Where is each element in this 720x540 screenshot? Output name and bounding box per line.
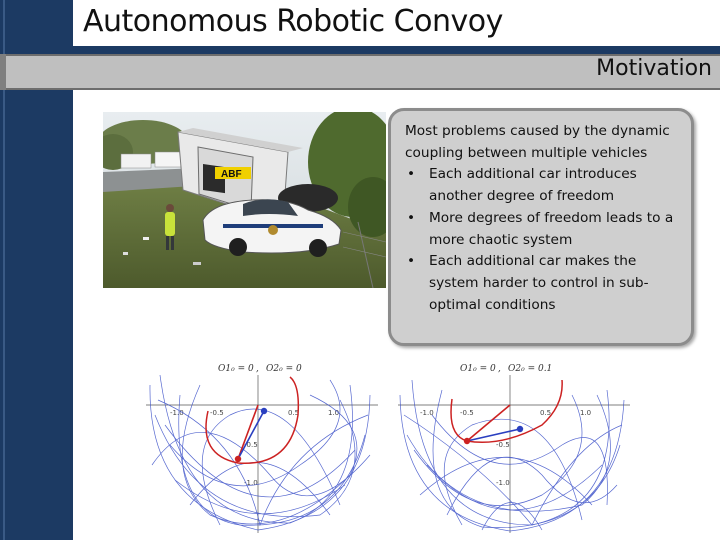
plot-1-x-tick: 1.0 (328, 409, 339, 417)
plot-1-joint-red (234, 455, 242, 463)
left-accent-line (3, 0, 5, 540)
plot-2-joint-red (463, 437, 471, 445)
plot-2-joint-blue (516, 425, 524, 433)
plot-1-trajectory (149, 374, 371, 531)
plot-2-y-tick: -0.5 (496, 441, 510, 449)
plot-1-joint-blue (260, 407, 268, 415)
subtitle-band (0, 54, 720, 90)
pendulum-plot-1: O1₀ = 0 , O2₀ = 0 -1.0 -0.5 0.5 1.0 -0.5… (140, 355, 380, 539)
plot-1-separator: , (256, 364, 259, 374)
bullet-glyph: • (407, 166, 416, 183)
plot-1-arm-arc (205, 376, 300, 464)
callout-intro: Most problems caused by the dynamic coup… (405, 123, 670, 161)
bullet-text: Each additional car introduces another d… (429, 166, 637, 205)
plot-1-y-tick: -1.0 (244, 479, 258, 487)
bullet-item: • More degrees of freedom leads to a more… (405, 208, 687, 251)
plot-2-trajectory (399, 379, 625, 532)
plot-1-arm-2 (237, 410, 265, 460)
title-rule (73, 46, 720, 54)
bullet-glyph: • (407, 209, 416, 226)
truck-logo: ABF (221, 169, 242, 180)
callout-bullet-list: • Each additional car introduces another … (405, 164, 687, 316)
motivation-callout (388, 108, 694, 346)
bullet-text: Each additional car makes the system har… (429, 253, 649, 313)
plot-1-x-tick: 0.5 (288, 409, 299, 417)
plot-2-arm-1 (466, 404, 511, 442)
plot-2-label-a: O1₀ = 0 (460, 364, 496, 374)
bullet-item: • Each additional car makes the system ha… (405, 251, 687, 316)
pendulum-plot-1-svg: O1₀ = 0 , O2₀ = 0 -1.0 -0.5 0.5 1.0 -0.5… (146, 364, 378, 533)
plot-1-label-a: O1₀ = 0 (218, 364, 254, 374)
plot-2-x-tick: 1.0 (580, 409, 591, 417)
crash-photo: ABF (103, 112, 386, 288)
plot-1-y-tick: -0.5 (244, 441, 258, 449)
plot-1-label-b: O2₀ = 0 (266, 364, 302, 374)
bullet-item: • Each additional car introduces another … (405, 164, 687, 207)
slide-title: Autonomous Robotic Convoy (83, 4, 503, 39)
bullet-text: More degrees of freedom leads to a more … (429, 209, 674, 248)
bullet-glyph: • (407, 253, 416, 270)
plot-1-x-tick: -1.0 (170, 409, 184, 417)
plot-1-arm-1 (237, 404, 259, 460)
subtitle-band-edge (0, 54, 6, 90)
crash-photo-illustration: ABF (103, 112, 386, 288)
callout-text: Most problems caused by the dynamic coup… (405, 121, 687, 316)
plot-2-arm-2 (466, 428, 521, 442)
plot-2-x-tick: 0.5 (540, 409, 551, 417)
plot-1-x-tick: -0.5 (210, 409, 224, 417)
pendulum-plot-2-svg: O1₀ = 0 , O2₀ = 0.1 -1.0 -0.5 0.5 1.0 -0… (398, 364, 630, 533)
plot-2-arm-arc (450, 379, 563, 444)
plot-2-label-b: O2₀ = 0.1 (508, 364, 552, 374)
plot-2-x-tick: -1.0 (420, 409, 434, 417)
plot-2-separator: , (498, 364, 501, 374)
plot-2-x-tick: -0.5 (460, 409, 474, 417)
pendulum-plot-2: O1₀ = 0 , O2₀ = 0.1 -1.0 -0.5 0.5 1.0 -0… (392, 355, 632, 539)
left-accent-bar (0, 0, 73, 540)
slide-subtitle: Motivation (596, 56, 712, 81)
plot-2-y-tick: -1.0 (496, 479, 510, 487)
